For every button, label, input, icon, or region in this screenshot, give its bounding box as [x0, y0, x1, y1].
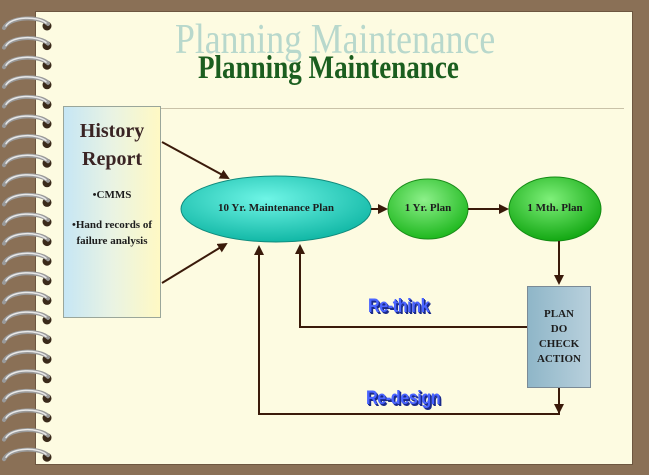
binding-ring-highlight — [5, 36, 47, 47]
label-10yr-plan: 10 Yr. Maintenance Plan — [218, 202, 334, 214]
arrow-history-to-10yr-top — [161, 141, 230, 179]
history-report-box: History Report •CMMS •Hand records of fa… — [63, 106, 161, 318]
binding-ring-highlight — [5, 213, 47, 223]
binding-ring-highlight — [5, 311, 47, 321]
binding-ring-highlight — [5, 370, 47, 380]
binding-ring-highlight — [5, 330, 47, 341]
binding-ring-highlight — [5, 350, 47, 360]
binding-ring-highlight — [5, 389, 47, 400]
binding-ring-highlight — [5, 291, 47, 302]
binding-ring-highlight — [5, 174, 47, 184]
history-item-hand-records: •Hand records of failure analysis — [71, 219, 153, 247]
binding-ring-highlight — [5, 115, 47, 125]
redesign-label: Re-design — [366, 388, 441, 409]
rethink-label: Re-think — [368, 296, 430, 317]
binding-ring-highlight — [5, 154, 47, 164]
spiral-binding-icon — [2, 16, 52, 462]
binding-ring-highlight — [5, 448, 47, 458]
arrow-history-to-10yr-bottom — [161, 242, 228, 284]
history-title-line1: History — [79, 120, 145, 142]
binding-ring-highlight — [5, 134, 47, 145]
pdca-check: CHECK — [538, 338, 580, 350]
page-title: Planning Maintenance — [198, 50, 459, 86]
label-1yr-plan: 1 Yr. Plan — [404, 202, 452, 214]
pdca-action: ACTION — [536, 353, 581, 365]
arrow-rethink-loop — [295, 244, 527, 328]
node-1mth-plan — [508, 176, 602, 242]
binding-ring-highlight — [5, 193, 47, 204]
divider — [160, 108, 624, 109]
binding-ring-highlight — [5, 17, 47, 27]
history-item-cmms: •CMMS — [92, 189, 132, 201]
pdca-plan: PLAN — [544, 308, 574, 320]
binding-ring-highlight — [5, 56, 47, 66]
label-1mth-plan: 1 Mth. Plan — [527, 202, 583, 214]
pdca-box: PLAN DO CHECK ACTION — [527, 286, 591, 388]
history-title-line2: Report — [82, 148, 142, 170]
title-shadow: Planning Maintenance — [175, 17, 496, 63]
binding-ring-highlight — [5, 428, 47, 439]
binding-ring-highlight — [5, 95, 47, 106]
pdca-do: DO — [550, 323, 568, 335]
binding-ring-highlight — [5, 76, 47, 86]
binding-ring-highlight — [5, 409, 47, 419]
binding-ring-highlight — [5, 252, 47, 262]
binding-ring-highlight — [5, 272, 47, 282]
binding-ring-highlight — [5, 232, 47, 243]
